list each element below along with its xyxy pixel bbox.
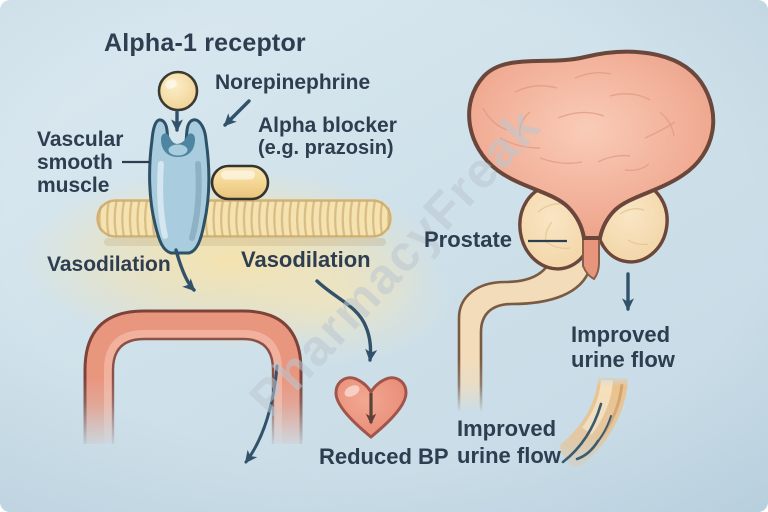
alpha1-receptor-graphic xyxy=(148,118,211,255)
bladder-graphic xyxy=(467,49,716,240)
muscle-label-line2: smooth xyxy=(37,151,113,174)
cell-membrane xyxy=(96,199,392,246)
alpha-blocker-arrow xyxy=(223,99,251,127)
vasodilation-label-left: Vasodilation xyxy=(47,253,171,276)
prostate-label: Prostate xyxy=(424,227,513,252)
bladder-texture xyxy=(482,71,676,172)
improved-urine-flow-label-upper: Improved urine flow xyxy=(571,322,675,372)
urine-flow-upper-line1: Improved xyxy=(571,322,671,347)
vessel-flow-arrow xyxy=(244,364,279,464)
urine-stream-accents xyxy=(561,402,612,464)
muscle-label-line1: Vascular xyxy=(37,128,124,151)
improved-urine-flow-label-lower: Improved urine flow xyxy=(457,415,561,469)
heart-icon xyxy=(334,376,408,439)
pointer-lines xyxy=(122,160,567,243)
alpha-blocker-label-line2: (e.g. prazosin) xyxy=(258,137,394,159)
norepinephrine-molecule xyxy=(157,70,199,112)
page-title: Alpha-1 receptor xyxy=(104,29,306,57)
flow-arrows xyxy=(171,99,634,464)
vasodilation-arrow-left xyxy=(174,248,196,292)
urine-flow-lower-line1: Improved xyxy=(457,416,557,441)
norepinephrine-label: Norepinephrine xyxy=(215,71,371,94)
urine-flow-upper-line2: urine flow xyxy=(571,347,675,372)
blood-vessel-graphic xyxy=(83,309,303,444)
muscle-label-line3: muscle xyxy=(37,174,110,197)
vascular-smooth-muscle-label: Vascular smooth muscle xyxy=(37,128,123,197)
urine-flow-pointer-line xyxy=(575,439,600,461)
alpha-blocker-label-line1: Alpha blocker xyxy=(258,114,397,137)
vasodilation-arrow-right xyxy=(315,279,378,362)
vasodilation-label-right: Vasodilation xyxy=(241,247,371,272)
alpha-blocker-pill xyxy=(210,164,270,201)
alpha-blocker-label: Alpha blocker (e.g. prazosin) xyxy=(258,114,397,160)
urine-flow-lower-line2: urine flow xyxy=(457,443,561,468)
reduced-bp-label: Reduced BP xyxy=(319,444,449,469)
